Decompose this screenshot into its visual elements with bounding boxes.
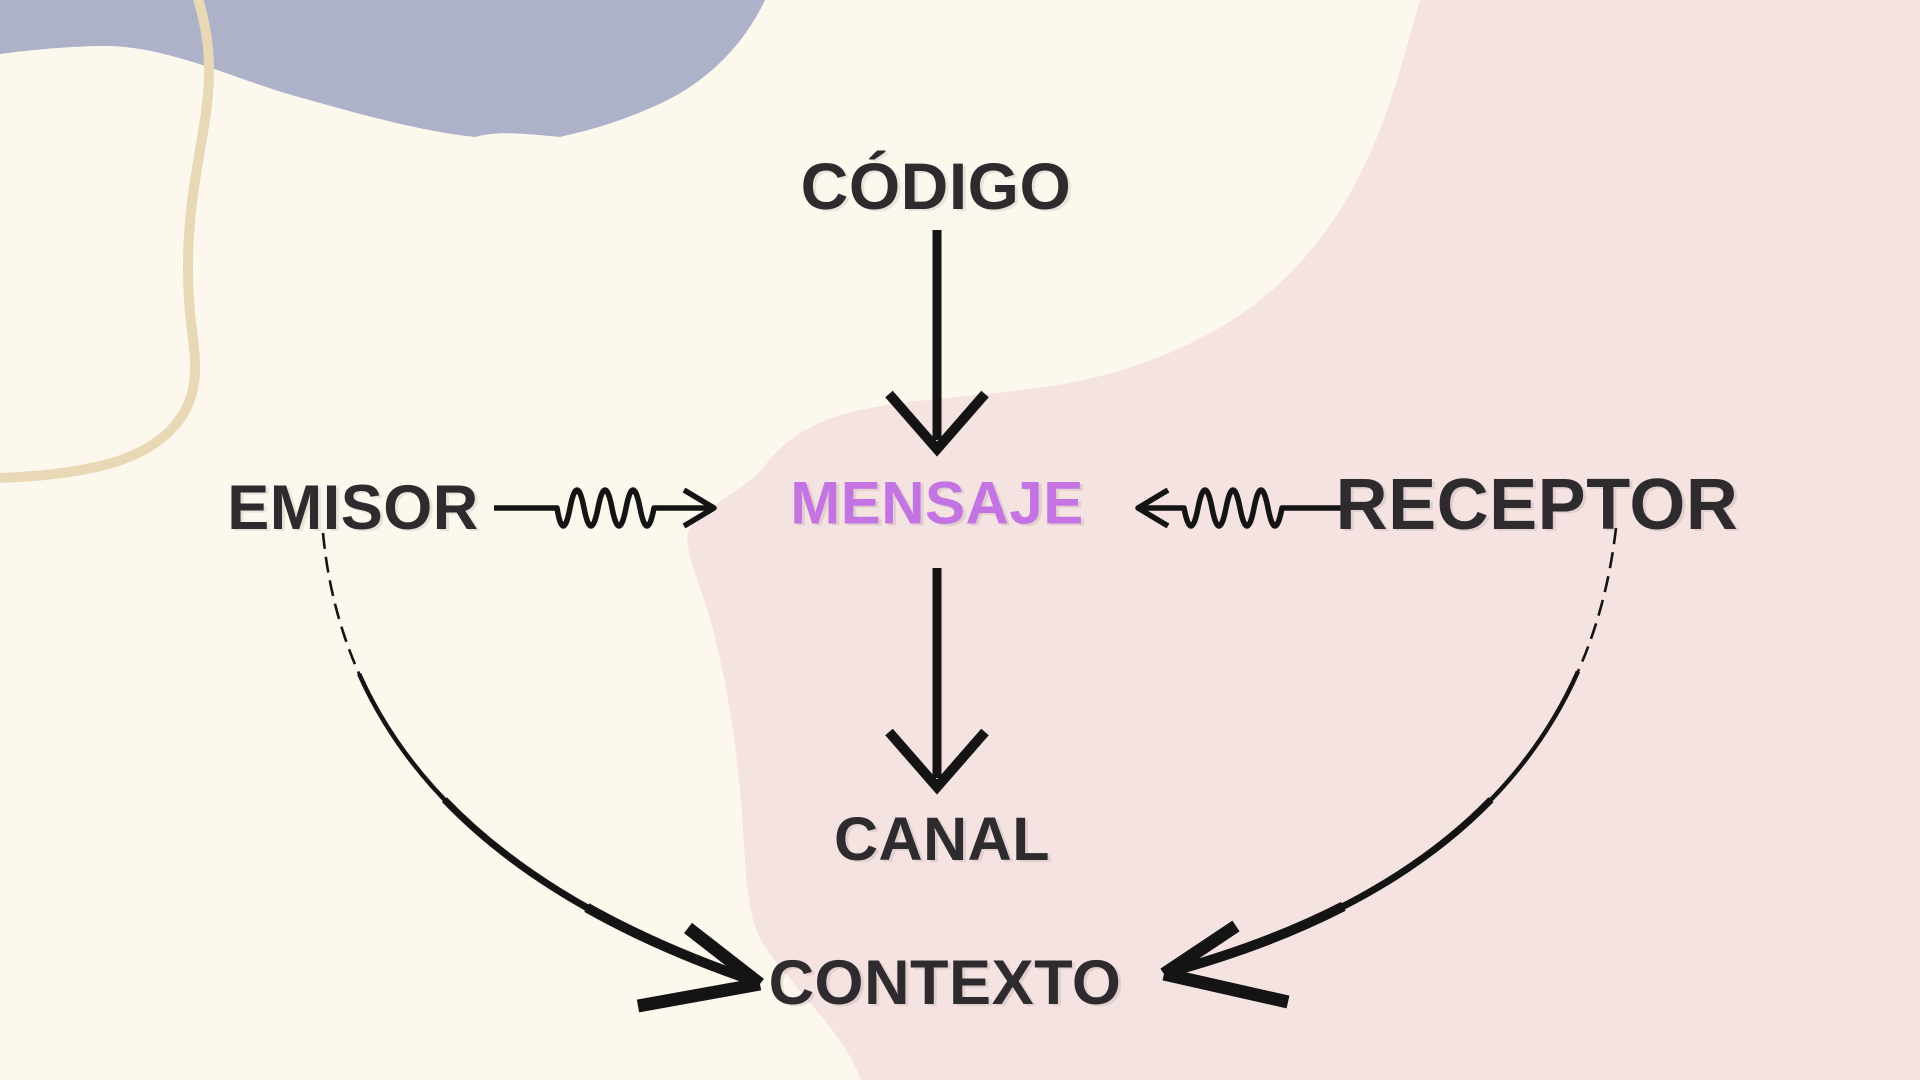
node-canal: CANAL: [834, 805, 1050, 873]
node-contexto: CONTEXTO: [768, 948, 1122, 1018]
node-mensaje: MENSAJE: [790, 469, 1084, 537]
brush-arrow-head-icon: [636, 922, 764, 1013]
brush-arrow-emisor-to-contexto: [318, 532, 764, 1013]
arrow-codigo-to-mensaje: [885, 230, 989, 457]
arrow-down-head-icon: [885, 728, 989, 795]
squiggle-arrow-emisor-to-mensaje: [494, 487, 717, 529]
arrow-down-head-icon: [885, 390, 989, 457]
node-receptor: RECEPTOR: [1335, 465, 1739, 545]
background-blob-pink: [687, 0, 1920, 1080]
background-line-tan: [0, 0, 215, 483]
arrow-left-head-icon: [1135, 487, 1170, 529]
background-blob-blue: [0, 0, 765, 137]
squiggle-arrow-receptor-to-mensaje: [1135, 487, 1345, 529]
brush-arrow-head-icon: [1160, 920, 1290, 1009]
node-emisor: EMISOR: [227, 473, 479, 543]
brush-arrow-receptor-to-contexto: [1160, 527, 1621, 1009]
arrow-mensaje-to-canal: [885, 568, 989, 795]
node-codigo: CÓDIGO: [800, 149, 1072, 223]
arrow-right-head-icon: [682, 487, 717, 529]
